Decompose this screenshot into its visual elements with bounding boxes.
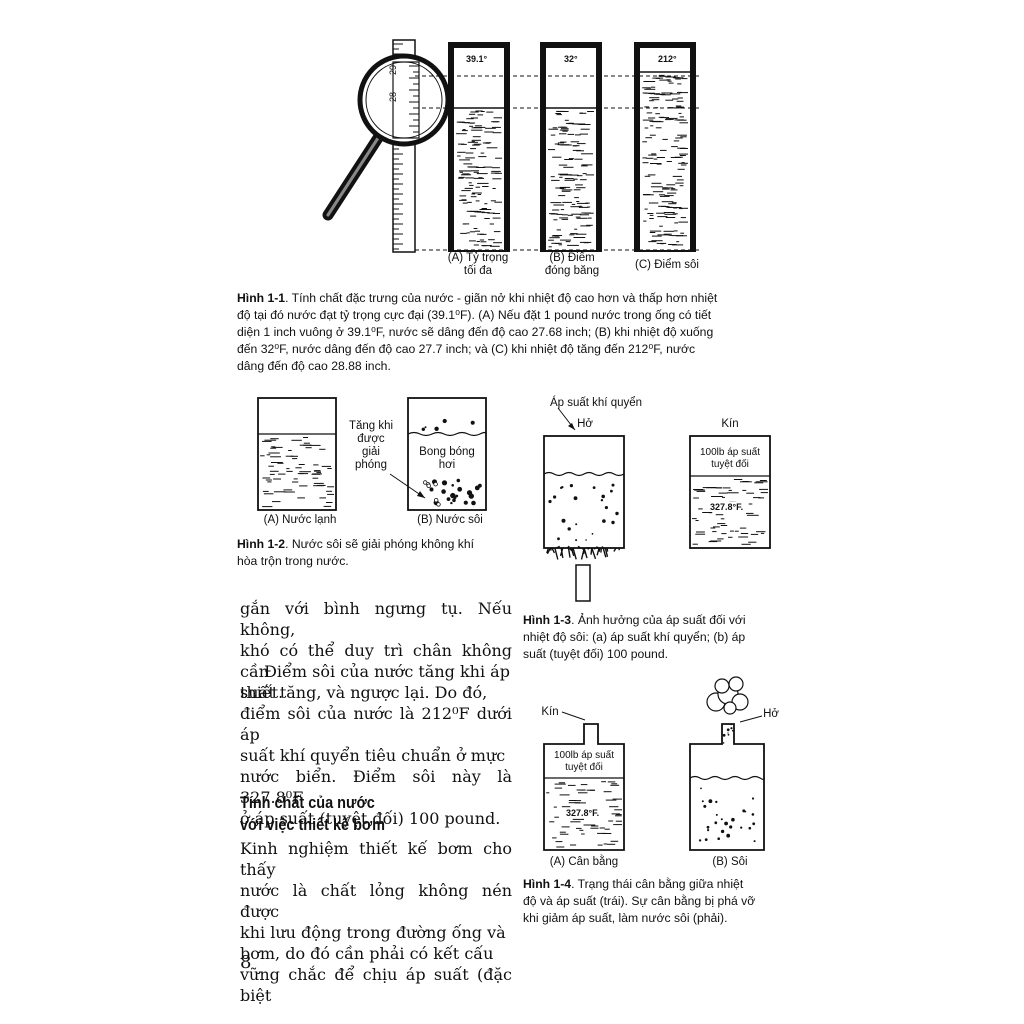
closed-label: Kín (541, 706, 559, 718)
figure-1-1-drawing (322, 39, 700, 253)
vapor-bubble-label: Bong bóng hơi (410, 446, 484, 472)
equilibrium-label: (A) Cân bằng (549, 856, 619, 868)
body-paragraph-3: Kinh nghiệm thiết kế bơm cho thấy nước l… (240, 839, 512, 1005)
cold-water-label: (A) Nước lạnh (263, 514, 337, 526)
figure-1-4: Kín Hở 100lb áp suất tuyệt đối 327.8°F. … (530, 672, 800, 872)
figure-1-2: Tăng khi được giải phóng Bong bóng hơi (… (250, 390, 520, 530)
figure-1-4-drawing (543, 676, 765, 851)
page-number: 8 (240, 952, 252, 973)
tube-b-temp: 32° (564, 54, 578, 64)
boiling-label: (B) Sôi (712, 856, 748, 868)
figure-1-2-drawing (257, 397, 487, 511)
body-paragraph-2: Điểm sôi của nước tăng khi áp suất tăng,… (240, 662, 512, 828)
open-label: Hở (577, 418, 593, 430)
tube-c-label: (C) Điểm sôi (635, 259, 699, 271)
figure-1-3-caption: Hình 1-3. Ảnh hưởng của áp suất đối với … (523, 613, 746, 661)
temperature-label: 327.8°F. (566, 808, 600, 818)
figure-1-1-caption: Hình 1-1. Tính chất đặc trưng của nước -… (237, 291, 718, 373)
closed-label: Kín (721, 418, 739, 430)
figure-1-3: Áp suất khí quyển Hở Kín 100lb áp suất t… (530, 390, 790, 605)
ruler-mark-29: 29 (388, 64, 399, 76)
open-label: Hở (763, 708, 779, 720)
temperature-label: 327.8°F. (710, 502, 744, 512)
tube-a-temp: 39.1° (466, 54, 488, 64)
figure-1-3-drawing (543, 407, 771, 602)
boiling-water-label: (B) Nước sôi (417, 514, 483, 526)
tube-b-label: (B) Điểm đóng băng (544, 252, 600, 277)
tube-a-label: (A) Tỷ trọng tối đa (447, 252, 509, 277)
body-paragraph-1: gắn với bình ngưng tụ. Nếu không, khó có… (240, 599, 512, 702)
gauge-label: 100lb áp suất tuyệt đối (553, 750, 615, 773)
section-heading: Tính chất của nước với việc thiết kế bơm (240, 793, 386, 834)
figure-1-4-caption: Hình 1-4. Trạng thái cân bằng giữa nhiệt… (523, 877, 756, 925)
tube-c-temp: 212° (658, 54, 677, 64)
figure-1-1: 29 28 39.1° 32° 212° (A) Tỷ trọng tối đa… (300, 30, 720, 280)
atmospheric-pressure-label: Áp suất khí quyển (549, 397, 643, 409)
ruler-mark-28: 28 (388, 91, 399, 103)
air-released-note: Tăng khi được giải phóng (348, 420, 394, 471)
figure-1-2-caption: Hình 1-2. Nước sôi sẽ giải phóng không k… (237, 537, 474, 568)
gauge-label: 100lb áp suất tuyệt đối (699, 447, 761, 470)
caption-label: Hình 1-1 (237, 291, 286, 305)
